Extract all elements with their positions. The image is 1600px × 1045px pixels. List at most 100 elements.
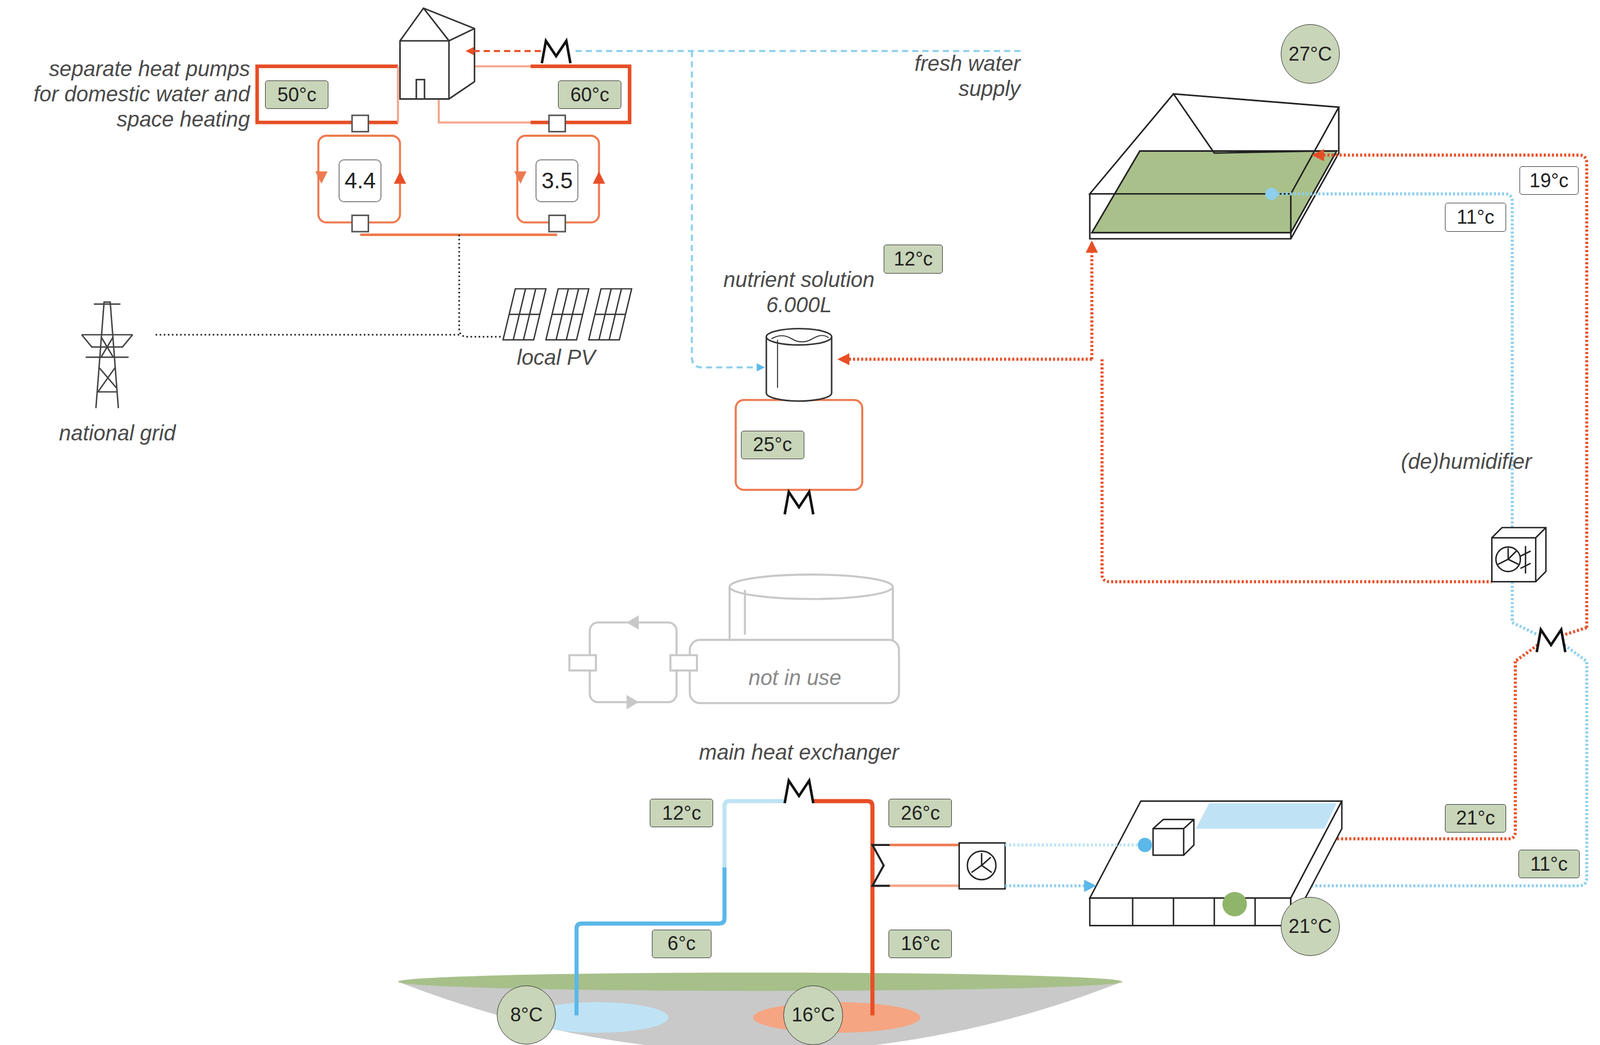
store xyxy=(1089,898,1291,926)
temperature-tag: 25°c xyxy=(740,430,805,460)
dehumidifier xyxy=(1498,548,1519,565)
flow-arrows xyxy=(393,171,407,185)
annotation: local PV xyxy=(516,345,596,371)
heating-loops xyxy=(530,66,630,123)
node-text: 12°c xyxy=(662,802,702,825)
exchanger-plates xyxy=(548,215,565,232)
store xyxy=(1137,838,1152,853)
temperature-tag: 12°c xyxy=(649,798,714,828)
unused-tank xyxy=(569,655,596,671)
fan-unit xyxy=(971,853,993,873)
flow-arrows xyxy=(315,171,328,185)
unused-tank xyxy=(690,640,900,704)
flow-arrows xyxy=(514,171,527,185)
node-text: 6°c xyxy=(667,933,696,955)
annotation: not in use xyxy=(748,665,842,691)
climate-pipes xyxy=(1314,155,1588,628)
ground xyxy=(398,981,1123,1045)
pv-panels xyxy=(509,288,626,340)
fan-unit xyxy=(959,842,1006,890)
temperature-tag: 26°c xyxy=(888,798,952,828)
node-text: 4.4 xyxy=(344,168,376,194)
nutrient-tank xyxy=(735,328,863,491)
house xyxy=(400,8,475,99)
temperature-tag: 21°c xyxy=(1444,804,1507,833)
nutrient-tank xyxy=(766,336,832,402)
unused-tank xyxy=(626,694,640,710)
unused-tank xyxy=(670,655,697,671)
well-pipes xyxy=(576,867,725,1016)
temperature-tag: 11°c xyxy=(1444,202,1507,232)
node-text: 27°C xyxy=(1288,43,1333,65)
node-text: 12°c xyxy=(893,248,934,270)
temperature-tag: 19°c xyxy=(1519,166,1579,195)
pv-panels xyxy=(503,288,633,340)
temperature-circle: 27°C xyxy=(1280,24,1341,84)
node-text: 11°c xyxy=(1456,206,1495,229)
unused-tank xyxy=(626,615,640,630)
ground xyxy=(398,972,1123,1045)
annotation: nutrient solution 6.000L xyxy=(691,267,907,318)
store xyxy=(1222,892,1247,917)
heating-loops xyxy=(318,135,400,223)
pump-symbol xyxy=(541,40,571,64)
climate-pipes xyxy=(1090,243,1094,360)
greenhouse xyxy=(1089,93,1339,239)
climate-pipes xyxy=(1273,193,1513,533)
temperature-tag: 11°c xyxy=(1518,849,1580,879)
power-wires xyxy=(152,235,505,337)
pylon xyxy=(81,302,133,409)
unused-tank xyxy=(743,590,746,636)
well-pipes xyxy=(576,801,960,1016)
unused-tank xyxy=(589,622,677,702)
well-pipes xyxy=(889,843,959,847)
house xyxy=(416,79,425,99)
pump-symbol xyxy=(541,40,1566,804)
fan-unit xyxy=(967,851,996,880)
dehumidifier xyxy=(1520,527,1547,575)
cop-box: 3.5 xyxy=(535,159,579,203)
nutrient-tank xyxy=(771,335,829,388)
node-text: 19°c xyxy=(1529,170,1569,192)
exchanger-plates xyxy=(351,115,565,232)
annotation: (de)humidifier xyxy=(1400,449,1532,475)
node-text: 25°c xyxy=(752,434,792,456)
temperature-tag: 50°c xyxy=(265,80,329,109)
pylon xyxy=(81,302,133,409)
greenhouse xyxy=(1089,93,1339,239)
outlet-dot xyxy=(1265,187,1278,201)
heating-loops xyxy=(257,66,398,123)
well-pipes xyxy=(889,884,959,888)
cop-box: 4.4 xyxy=(338,159,382,203)
fresh-water-pipe xyxy=(467,49,541,53)
node-text: 16°C xyxy=(791,1004,835,1026)
heating-loops xyxy=(397,66,400,123)
node-text: 3.5 xyxy=(541,168,573,194)
exchanger-plates xyxy=(351,115,369,132)
store xyxy=(1195,803,1337,829)
dehumidifier xyxy=(1491,527,1546,583)
climate-pipes xyxy=(1512,581,1538,635)
dehumidifier xyxy=(1491,527,1546,583)
ground xyxy=(398,972,1123,992)
annotation: separate heat pumps for domestic water a… xyxy=(19,56,251,132)
temperature-tag: 12°c xyxy=(883,244,943,274)
node-text: 16°c xyxy=(900,933,941,955)
node-text: 21°C xyxy=(1288,915,1333,938)
climate-pipes xyxy=(1564,627,1587,635)
node-text: 11°c xyxy=(1530,853,1568,876)
temperature-tag: 16°c xyxy=(888,929,952,959)
node-text: 60°c xyxy=(570,84,610,106)
climate-pipes xyxy=(839,155,1587,886)
annotation: fresh water supply xyxy=(913,50,1021,102)
exchanger-plates xyxy=(548,115,565,132)
supply-pipes xyxy=(1004,843,1139,847)
temperature-tag: 6°c xyxy=(651,929,711,959)
well-pipes xyxy=(872,845,890,886)
temperature-circle: 8°C xyxy=(496,985,556,1045)
annotation: national grid xyxy=(59,420,176,446)
pump-symbol xyxy=(784,492,813,515)
annotation: main heat exchanger xyxy=(699,739,900,766)
